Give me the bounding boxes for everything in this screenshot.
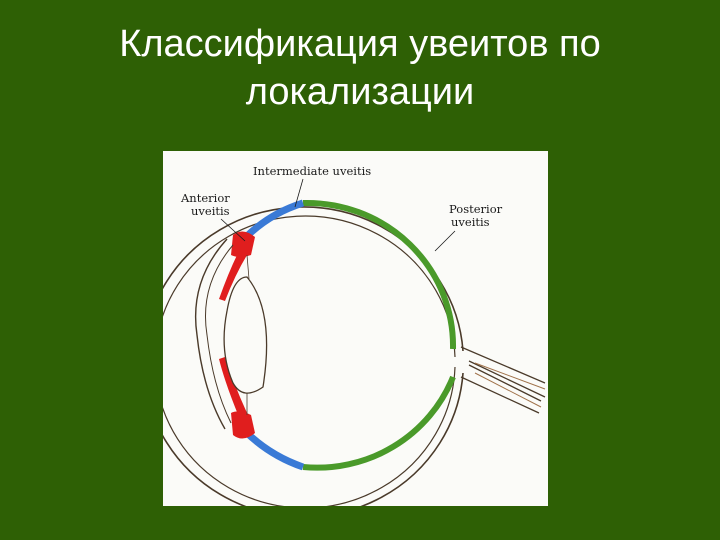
lens (223, 276, 268, 394)
intermediate-uveitis-region-lower (244, 430, 305, 471)
eye-diagram-panel: Intermediate uveitis Anterior uveitis Po… (163, 151, 548, 506)
label-intermediate-uveitis: Intermediate uveitis (253, 164, 371, 178)
title-line-1: Классификация увеитов по (119, 23, 601, 65)
anterior-uveitis-region-upper (231, 231, 255, 257)
posterior-uveitis-region-lower (302, 375, 456, 471)
iris-upper (219, 251, 247, 301)
optic-nerve (460, 346, 546, 414)
cornea (194, 238, 228, 430)
anterior-uveitis-region-lower (231, 411, 255, 439)
title-line-2: локализации (245, 71, 475, 113)
iris-lower (219, 357, 247, 417)
posterior-uveitis-region (302, 199, 457, 350)
label-posterior-line1: Posterior (449, 202, 503, 216)
sclera-inner (163, 215, 456, 506)
label-anterior-line1: Anterior (180, 191, 230, 205)
cornea-inner (204, 244, 234, 424)
slide-title: Классификация увеитов по локализации (0, 20, 720, 116)
eye-cross-section-diagram: Intermediate uveitis Anterior uveitis Po… (163, 164, 546, 506)
intermediate-uveitis-region-upper (244, 199, 305, 239)
label-anterior-line2: uveitis (191, 204, 230, 218)
sclera-outer (163, 206, 464, 506)
label-posterior-line2: uveitis (451, 215, 490, 229)
